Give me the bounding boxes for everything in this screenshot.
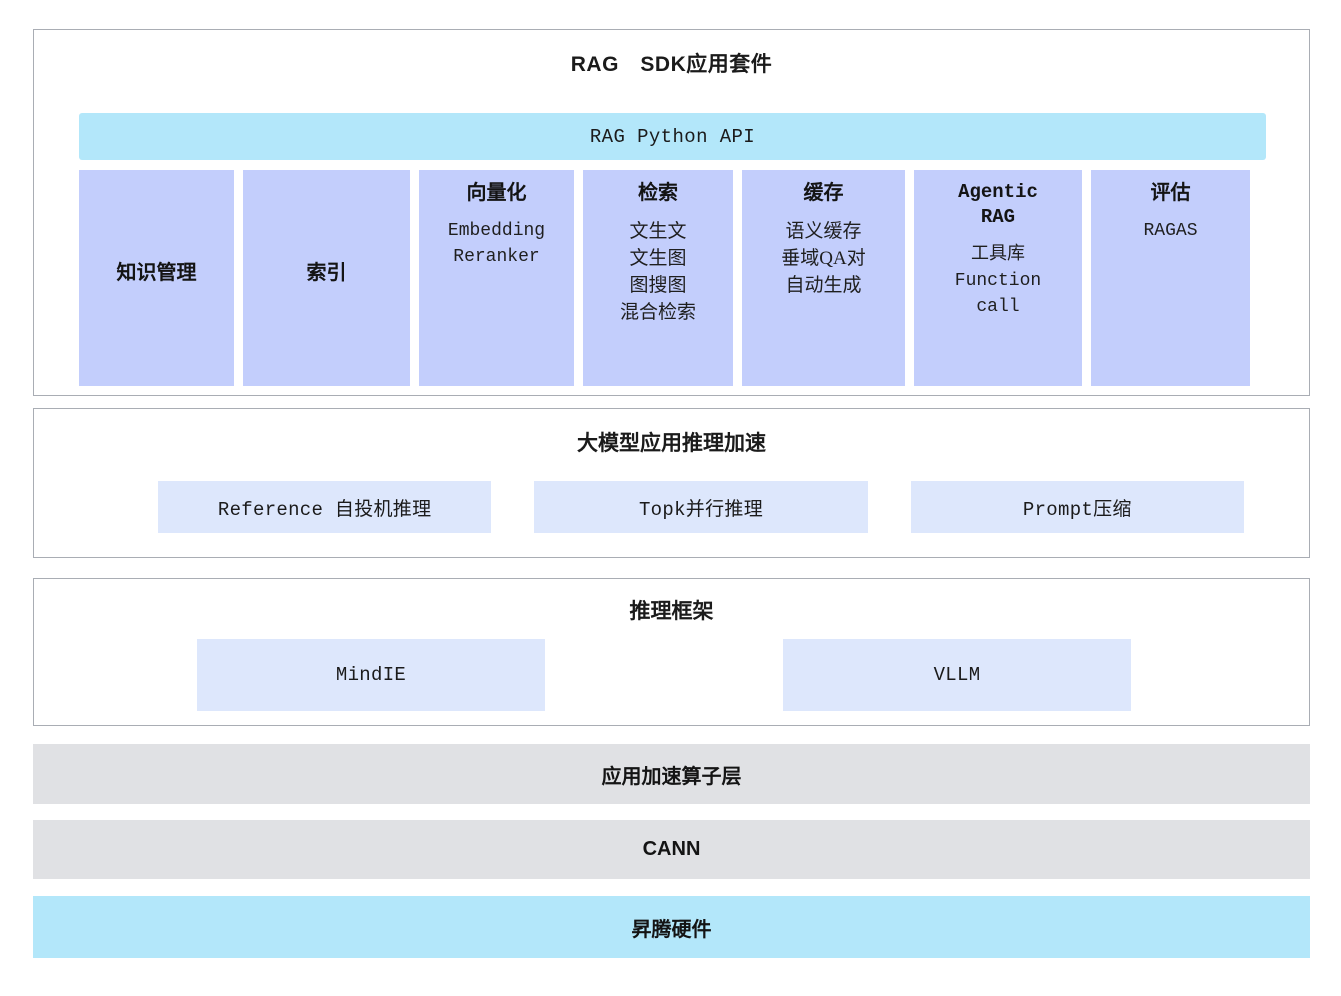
framework-chip-mindie: MindIE <box>197 639 545 711</box>
layer-inference-framework-title: 推理框架 <box>629 600 714 623</box>
sdk-column-knowledge-management: 知识管理 <box>79 170 234 386</box>
column-title: 检索 <box>638 182 678 204</box>
column-items: RAGAS <box>1143 221 1198 241</box>
layer-cann-bar: CANN <box>33 820 1310 879</box>
sdk-column-retrieval: 检索 文生文 文生图 图搜图 混合检索 <box>583 170 733 386</box>
layer-inference-framework: 推理框架 MindIE VLLM <box>33 578 1310 726</box>
acceleration-chip-topk-parallel: Topk并行推理 <box>534 481 868 533</box>
column-items: 工具库 Function call <box>954 245 1042 317</box>
column-items: 语义缓存 垂域QA对 自动生成 <box>781 221 866 296</box>
sdk-column-vectorization: 向量化 Embedding Reranker <box>419 170 574 386</box>
column-title: 索引 <box>306 262 347 284</box>
column-title: Agentic RAG <box>958 181 1038 228</box>
rag-python-api-bar: RAG Python API <box>79 113 1266 160</box>
sdk-column-cache: 缓存 语义缓存 垂域QA对 自动生成 <box>742 170 905 386</box>
layer-inference-acceleration: 大模型应用推理加速 Reference 自投机推理 Topk并行推理 Promp… <box>33 408 1310 558</box>
column-title: 向量化 <box>466 182 527 204</box>
acceleration-chip-prompt-compression: Prompt压缩 <box>910 481 1244 533</box>
sdk-column-evaluation: 评估 RAGAS <box>1091 170 1250 386</box>
framework-chip-vllm: VLLM <box>783 639 1131 711</box>
sdk-capability-columns: 知识管理 索引 向量化 Embedding Reranker 检索 文生文 文生… <box>79 170 1266 386</box>
column-title: 评估 <box>1150 182 1191 204</box>
column-items: 文生文 文生图 图搜图 混合检索 <box>619 221 696 323</box>
acceleration-chip-row: Reference 自投机推理 Topk并行推理 Prompt压缩 <box>158 481 1244 533</box>
column-title: 缓存 <box>803 182 844 204</box>
layer-ascend-hardware-bar: 昇腾硬件 <box>33 896 1310 958</box>
layer-rag-sdk-title: RAG SDK应用套件 <box>570 53 773 76</box>
sdk-column-index: 索引 <box>243 170 410 386</box>
sdk-column-agentic-rag: Agentic RAG 工具库 Function call <box>914 170 1082 386</box>
column-title: 知识管理 <box>116 262 197 284</box>
framework-chip-row: MindIE VLLM <box>197 639 1294 711</box>
layer-inference-acceleration-title: 大模型应用推理加速 <box>577 432 766 455</box>
layer-operator-bar: 应用加速算子层 <box>33 744 1310 804</box>
layer-rag-sdk: RAG SDK应用套件 RAG Python API 知识管理 索引 向量化 E… <box>33 29 1310 396</box>
column-items: Embedding Reranker <box>447 221 546 267</box>
acceleration-chip-reference-speculative: Reference 自投机推理 <box>158 481 492 533</box>
